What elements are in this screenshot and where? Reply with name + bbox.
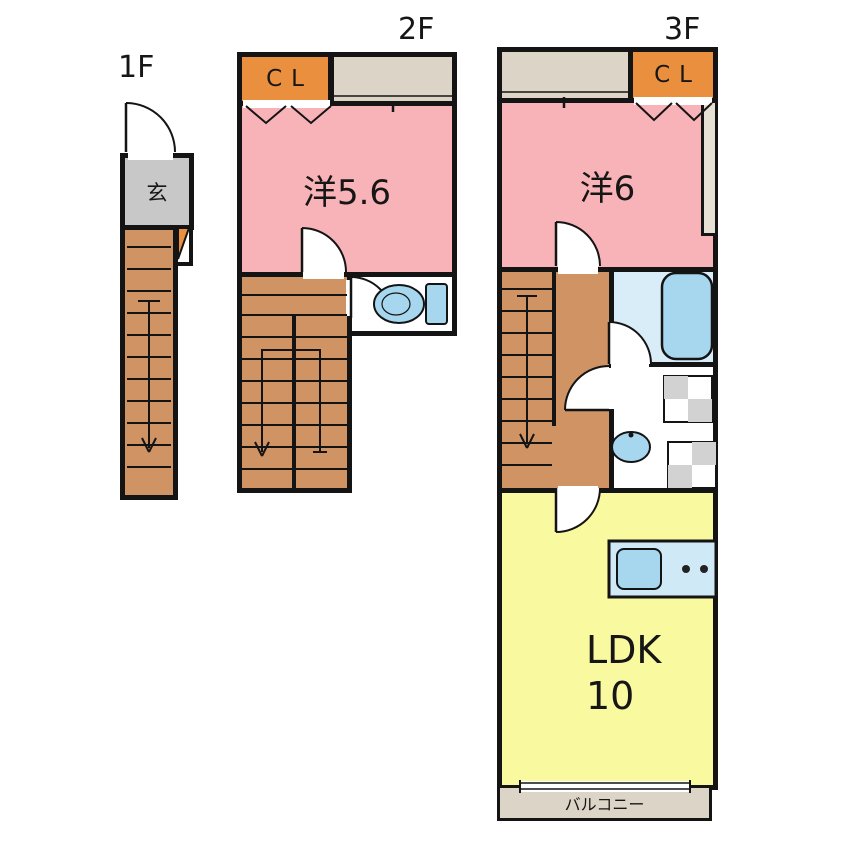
genkan-inner-door [176, 227, 193, 266]
washer-pan [663, 375, 713, 423]
washroom-door-arc [564, 365, 616, 412]
appliance-space [667, 441, 717, 489]
room-2f-door-arc [300, 227, 347, 279]
closet-2f-folding-door [243, 100, 332, 125]
closet-3f: CL [628, 47, 718, 103]
room-3f-label: 洋6 [579, 168, 636, 209]
kitchen-counter [607, 539, 718, 599]
wash-basin [611, 431, 651, 463]
stairs-3f-direction-arrow [517, 295, 537, 449]
room-3f-door-arc [554, 221, 601, 274]
ldk-3f [497, 488, 718, 790]
ldk-label-line1: LDK [586, 628, 662, 672]
floor-label-2f: 2F [398, 12, 435, 47]
floor-label-1f: 1F [118, 50, 155, 85]
bathroom-door-arc [607, 321, 652, 369]
floor-label-3f: 3F [664, 12, 701, 47]
toilet-fixture [373, 283, 448, 325]
ldk-label: LDK 10 [586, 628, 661, 719]
ldk-door-arc [554, 486, 601, 533]
stairs-2f-direction-arrow [254, 349, 327, 457]
room-2f: 洋5.6 [237, 101, 457, 277]
balcony-window [519, 780, 691, 793]
room-3f: 洋6 [497, 98, 718, 272]
closet-3f-label: CL [654, 62, 701, 88]
ldk-label-line2: 10 [586, 673, 635, 718]
stairs-1f-direction-arrow [138, 300, 160, 453]
bathtub [660, 271, 714, 361]
genkan-label: 玄 [146, 180, 168, 205]
entrance-door-arc [124, 102, 176, 160]
stairs-2f-steps [242, 294, 347, 488]
ledge-2f-window [334, 95, 452, 112]
room-2f-label: 洋5.6 [302, 172, 392, 213]
closet-2f-label: CL [266, 66, 313, 92]
balcony-label: バルコニー [564, 795, 645, 814]
closet-3f-folding-door [634, 97, 713, 122]
ledge-3f-window [501, 91, 629, 108]
